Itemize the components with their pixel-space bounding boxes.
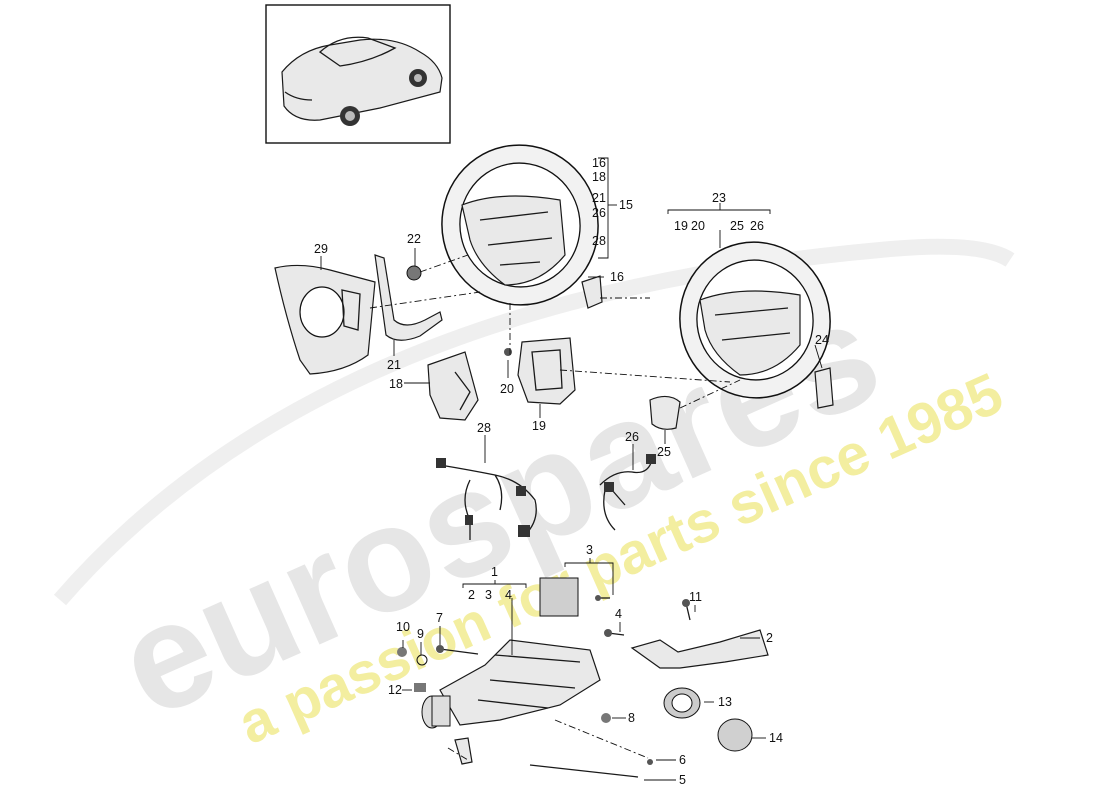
callout-1: 1	[491, 565, 498, 579]
callout-29: 29	[314, 242, 328, 256]
callout-7: 7	[436, 611, 443, 625]
group23-item: 25	[730, 219, 744, 233]
callout-18: 18	[389, 377, 403, 391]
callout-9: 9	[417, 627, 424, 641]
callout-20: 20	[500, 382, 514, 396]
group15-item: 18	[592, 170, 606, 184]
callout-23: 23	[712, 191, 726, 205]
group1-item: 3	[485, 588, 492, 602]
callout-8: 8	[628, 711, 635, 725]
callout-21: 21	[387, 358, 401, 372]
callout-13: 13	[718, 695, 732, 709]
group23-item: 20	[691, 219, 705, 233]
wiring-harness-icon	[599, 454, 656, 531]
callout-25: 25	[657, 445, 671, 459]
leader-lines	[320, 157, 823, 781]
steering-wheel-icon	[441, 144, 599, 306]
group15-item: 26	[592, 206, 606, 220]
group15-item: 21	[592, 191, 606, 205]
wiring-harness-icon	[436, 458, 537, 540]
callouts: 29 21 22 18 20 19 16 15 23 24 25 26 28 1…	[314, 156, 829, 787]
group15-item: 16	[592, 156, 606, 170]
callout-2: 2	[766, 631, 773, 645]
callout-24: 24	[815, 333, 829, 347]
screw-icon	[504, 348, 512, 356]
callout-15: 15	[619, 198, 633, 212]
steering-wheel-icon	[679, 241, 831, 399]
callout-28: 28	[477, 421, 491, 435]
callout-5: 5	[679, 773, 686, 787]
group23-item: 19	[674, 219, 688, 233]
bolt-icon	[397, 595, 691, 765]
cap-24	[814, 367, 834, 409]
steering-column-cover	[274, 264, 376, 375]
callout-4: 4	[615, 607, 622, 621]
callout-12: 12	[388, 683, 402, 697]
callout-16: 16	[610, 270, 624, 284]
button-25	[649, 395, 681, 430]
callout-11: 11	[689, 590, 702, 604]
callout-26: 26	[625, 430, 639, 444]
callout-3: 3	[586, 543, 593, 557]
callout-6: 6	[679, 753, 686, 767]
group1-item: 4	[505, 588, 512, 602]
car-thumbnail-icon	[265, 4, 451, 144]
trim-strip	[374, 254, 443, 341]
callout-14: 14	[769, 731, 783, 745]
group23-item: 26	[750, 219, 764, 233]
airbag-bracket-19	[517, 337, 576, 405]
cover-18	[427, 351, 479, 421]
group1-item: 2	[468, 588, 475, 602]
assembly-lines	[369, 254, 741, 761]
callout-22: 22	[407, 232, 421, 246]
callout-10: 10	[396, 620, 410, 634]
screw-icon	[406, 265, 422, 281]
group15-item: 28	[592, 234, 606, 248]
callout-19: 19	[532, 419, 546, 433]
cap-16	[581, 275, 603, 309]
steering-column-icon	[421, 577, 769, 778]
